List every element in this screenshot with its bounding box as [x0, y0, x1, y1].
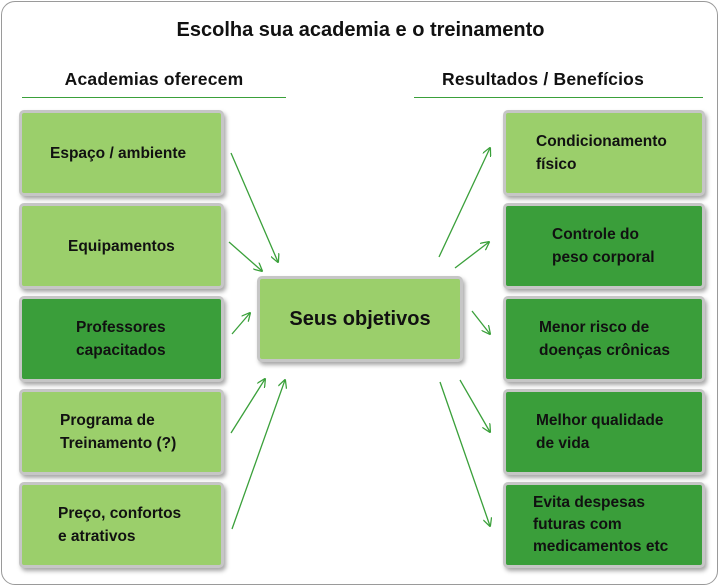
- right-box-label: Condicionamento físico: [536, 133, 667, 173]
- center-box-label: Seus objetivos: [289, 307, 431, 330]
- arrow-center-to-menor-risco: [471, 310, 490, 334]
- right-box-evita-despesas: Evita despesas futuras com medicamentos …: [503, 482, 705, 568]
- left-box-label: Espaço / ambiente: [50, 144, 187, 162]
- arrow-center-to-controle-peso: [454, 242, 489, 269]
- right-box-label: Menor risco de doenças crônicas: [539, 319, 670, 359]
- right-box-label: Melhor qualidade de vida: [536, 412, 664, 452]
- arrow-center-to-qualidade-vida: [459, 379, 490, 432]
- left-box-label: Equipamentos: [68, 237, 175, 255]
- arrow-programa-to-center: [230, 379, 265, 434]
- right-box-condicionamento: Condicionamento físico: [503, 110, 705, 196]
- right-column-heading: Resultados / Benefícios: [441, 69, 644, 89]
- right-box-label: Evita despesas futuras com medicamentos …: [533, 494, 669, 555]
- left-box-professores: Professores capacitados: [19, 296, 224, 382]
- left-column-heading: Academias oferecem: [64, 69, 244, 89]
- left-box-label: Professores capacitados: [76, 319, 166, 359]
- arrow-center-to-evita-despesas: [439, 381, 490, 526]
- left-box-preco: Preço, confortos e atrativos: [19, 482, 224, 568]
- left-box-equipamentos: Equipamentos: [19, 203, 224, 289]
- right-heading-underline: [414, 97, 703, 98]
- right-box-label: Controle do peso corporal: [552, 226, 655, 266]
- left-heading-underline: [22, 97, 286, 98]
- arrow-equipamentos-to-center: [228, 241, 262, 271]
- left-box-programa: Programa de Treinamento (?): [19, 389, 224, 475]
- right-box-qualidade-vida: Melhor qualidade de vida: [503, 389, 705, 475]
- arrow-preco-to-center: [231, 380, 285, 530]
- left-box-label: Preço, confortos e atrativos: [58, 505, 182, 545]
- left-box-label: Programa de Treinamento (?): [60, 412, 177, 452]
- left-box-espaco: Espaço / ambiente: [19, 110, 224, 196]
- center-box-objetivos: Seus objetivos: [257, 276, 463, 362]
- arrow-espaco-to-center: [230, 152, 278, 262]
- arrow-professores-to-center: [231, 313, 250, 335]
- diagram-title: Escolha sua academia e o treinamento: [176, 19, 545, 41]
- right-box-menor-risco: Menor risco de doenças crônicas: [503, 296, 705, 382]
- arrow-center-to-condicionamento: [438, 148, 490, 258]
- right-box-controle-peso: Controle do peso corporal: [503, 203, 705, 289]
